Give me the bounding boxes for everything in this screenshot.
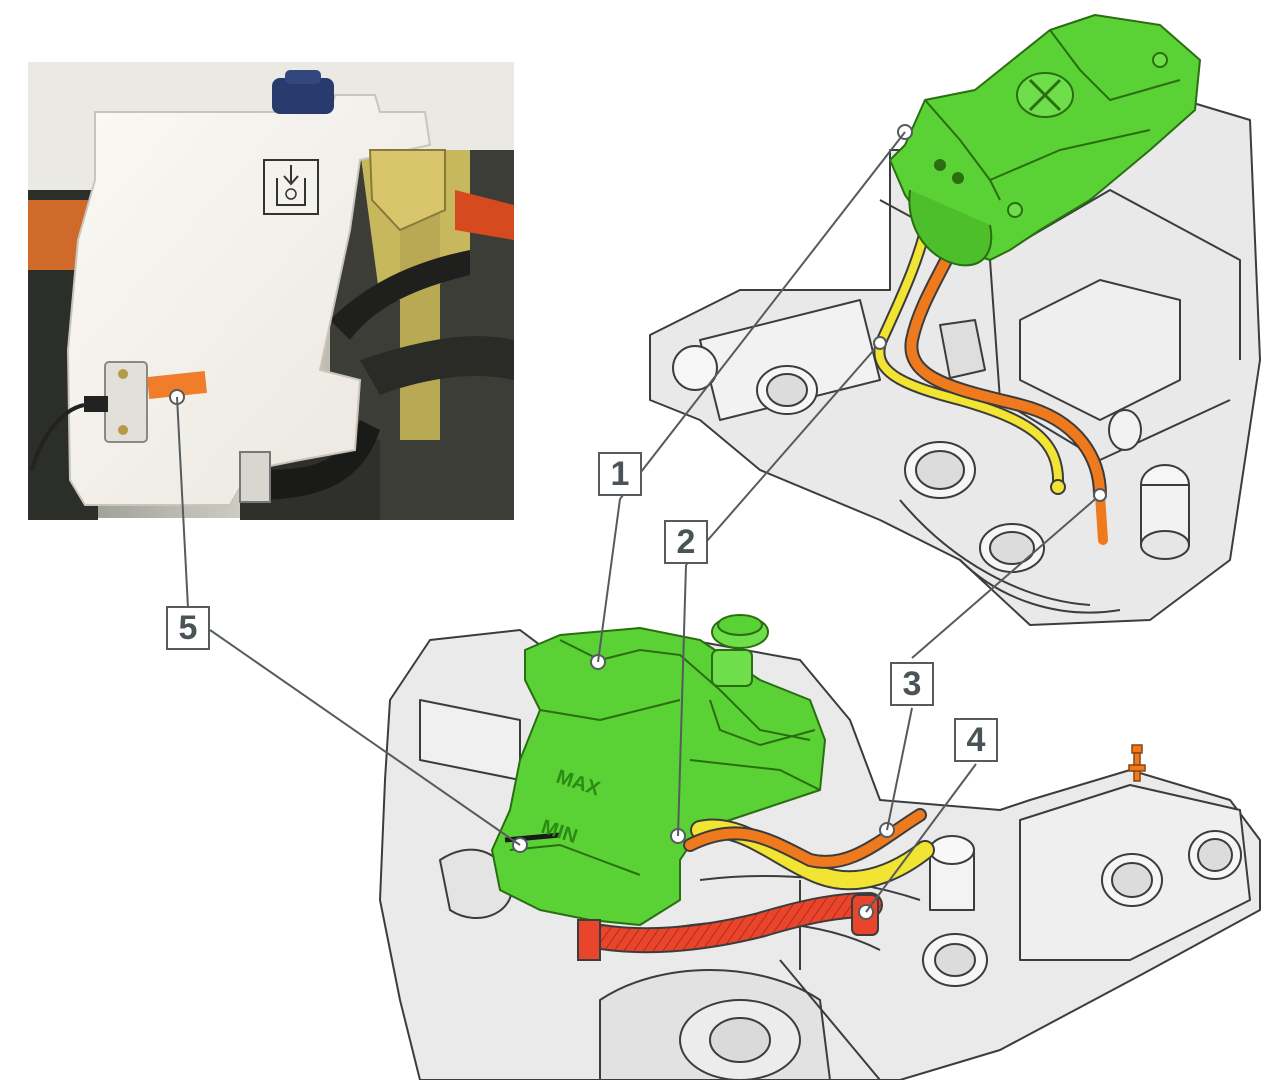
leader-5-bottom <box>209 629 521 846</box>
expansion-tank-top <box>889 14 1201 267</box>
engine-top-view <box>649 89 1261 626</box>
leader-3-top <box>911 494 1101 659</box>
hoses-top <box>873 204 1108 545</box>
leader-5-top <box>176 396 189 609</box>
leader-4 <box>865 763 977 913</box>
callout-5: 5 <box>166 606 210 650</box>
callout-3-dot <box>1093 488 1107 502</box>
callout-2-dot <box>873 336 887 350</box>
level-warning-icon <box>263 159 319 215</box>
bolt-part <box>1128 744 1146 782</box>
callout-1: 1 <box>598 452 642 496</box>
callout-4: 4 <box>954 718 998 762</box>
leader-lines <box>176 131 1101 913</box>
callout-2: 2 <box>664 520 708 564</box>
photo-inset <box>28 62 514 520</box>
leader-2-bottom <box>677 564 687 837</box>
callout-3: 3 <box>890 662 934 706</box>
leader-1-top <box>619 131 906 500</box>
leader-2-top <box>685 342 881 566</box>
leader-3-bottom <box>886 707 913 831</box>
level-sensor <box>30 361 207 471</box>
expansion-tank-bottom: MAX MIN <box>491 614 826 926</box>
leader-1-bottom <box>597 498 621 663</box>
